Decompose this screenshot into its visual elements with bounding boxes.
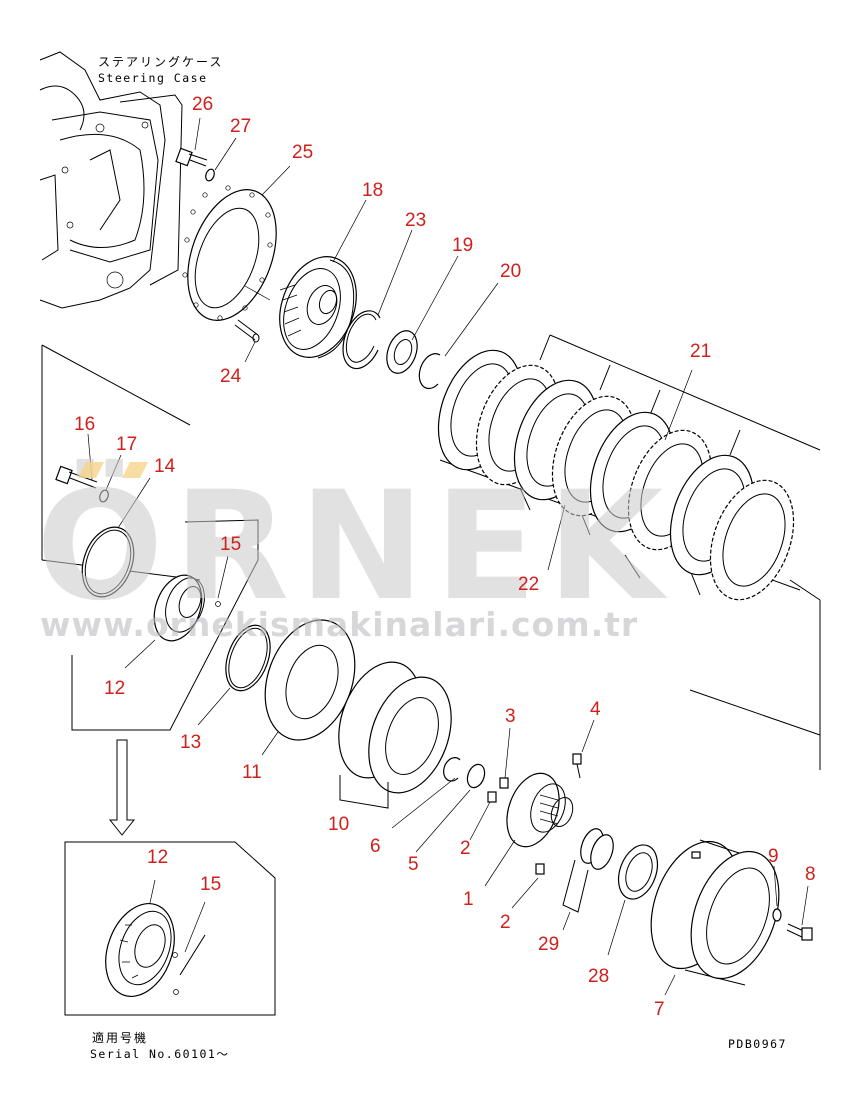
part-9-washer <box>772 908 782 922</box>
part-28-bearing <box>617 844 659 900</box>
serial-label: Serial No.60101～ <box>90 1047 229 1061</box>
callout-8: 8 <box>805 864 816 885</box>
watermark: ÖRNEK www.ornekismakinalari.com.tr <box>36 458 673 644</box>
callout-17: 17 <box>116 434 137 455</box>
watermark-url: www.ornekismakinalari.com.tr <box>40 605 638 644</box>
callout-6: 6 <box>370 836 381 857</box>
callout-28: 28 <box>588 966 609 987</box>
callout-13: 13 <box>180 732 201 753</box>
applicable-jp-label: 適用号機 <box>92 1030 148 1045</box>
steering-case-jp-label: ステアリングケース <box>98 55 223 69</box>
part-7-drum <box>650 839 780 986</box>
callout-24: 24 <box>220 366 242 387</box>
callout-10: 10 <box>328 814 349 835</box>
part-24-pin <box>234 285 271 343</box>
callout-7: 7 <box>654 999 665 1020</box>
part-2-bolt-lower <box>535 863 545 875</box>
right-connector-lines <box>689 579 821 770</box>
clutch-discs <box>437 349 795 601</box>
inset-box <box>64 841 276 1016</box>
part-23-snap-ring <box>342 310 381 370</box>
callout-25: 25 <box>292 142 313 163</box>
leader-lines <box>87 117 809 996</box>
callout-15-lower: 15 <box>200 874 221 895</box>
part-5-collar <box>466 763 486 789</box>
part-29-seal-rings <box>562 828 614 913</box>
part-3-bolt <box>499 777 509 789</box>
callout-22: 22 <box>518 574 539 595</box>
callout-2-lower: 2 <box>500 912 511 933</box>
callout-11: 11 <box>242 762 262 783</box>
callout-15-upper: 15 <box>220 534 241 555</box>
part-4-bolt <box>572 753 582 779</box>
callout-18: 18 <box>362 180 383 201</box>
part-12-inset-box <box>71 519 259 731</box>
callout-9: 9 <box>768 846 779 867</box>
part-18-hub <box>279 256 357 359</box>
callout-23: 23 <box>405 210 426 231</box>
callout-2-upper: 2 <box>460 838 471 859</box>
part-1-hub <box>506 772 574 848</box>
callout-29: 29 <box>538 934 559 955</box>
callout-3: 3 <box>505 706 516 727</box>
steering-case-en-label: Steering Case <box>98 71 208 85</box>
part-17-washer <box>99 489 109 503</box>
part-8-bolt <box>786 923 813 941</box>
callout-5: 5 <box>408 854 419 875</box>
callout-14: 14 <box>154 456 176 477</box>
part-20-snap-ring <box>418 353 441 390</box>
callout-26: 26 <box>192 94 213 115</box>
part-25-plate <box>182 185 277 321</box>
steering-case-drawing <box>39 51 183 309</box>
watermark-brand: ÖRNEK <box>36 458 673 634</box>
part-27-washer <box>205 168 215 182</box>
part-2-bolt-upper <box>487 791 497 803</box>
part-10-discs <box>338 661 452 809</box>
part-6-snap-ring <box>443 757 461 782</box>
callout-1: 1 <box>463 889 474 910</box>
callout-12-lower: 12 <box>147 847 168 868</box>
callout-4: 4 <box>590 699 601 720</box>
callout-27: 27 <box>230 116 251 137</box>
part-14-ring <box>81 526 135 598</box>
drawing-code: PDB0967 <box>728 1037 787 1051</box>
callout-19: 19 <box>452 235 473 256</box>
callout-20: 20 <box>500 261 521 282</box>
part-16-bolt <box>55 465 98 489</box>
callout-16: 16 <box>74 414 95 435</box>
part-13-ring <box>225 624 271 692</box>
callout-21: 21 <box>690 341 711 362</box>
part-19-bearing <box>386 330 418 374</box>
callout-12-upper: 12 <box>104 678 125 699</box>
inset-arrow <box>108 739 136 836</box>
part-26-bolt <box>175 147 208 167</box>
